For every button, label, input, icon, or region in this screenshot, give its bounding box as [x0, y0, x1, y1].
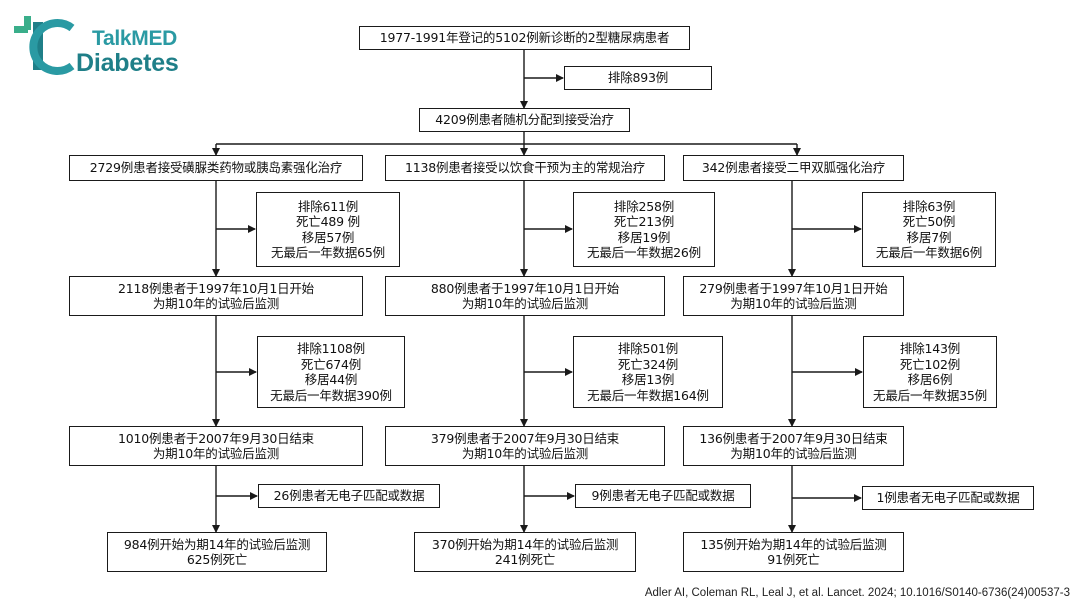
arm-1-loss-before-followup-box: 排除611例 死亡489 例 移居57例 无最后一年数据65例 — [256, 192, 400, 267]
arm-3-no-data-box: 1例患者无电子匹配或数据 — [862, 486, 1034, 510]
arm-2-allocation-box: 1138例患者接受以饮食干预为主的常规治疗 — [385, 155, 665, 181]
logo-brand-top: TalkMED — [92, 27, 178, 50]
arm-2-followup-end-box: 379例患者于2007年9月30日结束 为期10年的试验后监测 — [385, 426, 665, 466]
arm-1-final-box: 984例开始为期14年的试验后监测 625例死亡 — [107, 532, 327, 572]
arm-1-followup-start-box: 2118例患者于1997年10月1日开始 为期10年的试验后监测 — [69, 276, 363, 316]
arm-1-loss-during-followup-box: 排除1108例 死亡674例 移居44例 无最后一年数据390例 — [257, 336, 405, 408]
arm-2-no-data-box: 9例患者无电子匹配或数据 — [575, 484, 751, 508]
randomization-box: 4209例患者随机分配到接受治疗 — [419, 108, 630, 132]
arm-3-followup-end-box: 136例患者于2007年9月30日结束 为期10年的试验后监测 — [683, 426, 904, 466]
citation: Adler AI, Coleman RL, Leal J, et al. Lan… — [644, 587, 1070, 599]
arm-3-allocation-box: 342例患者接受二甲双胍强化治疗 — [683, 155, 904, 181]
arm-3-loss-during-followup-box: 排除143例 死亡102例 移居6例 无最后一年数据35例 — [863, 336, 997, 408]
arm-2-loss-before-followup-box: 排除258例 死亡213例 移居19例 无最后一年数据26例 — [573, 192, 715, 267]
arm-2-final-box: 370例开始为期14年的试验后监测 241例死亡 — [414, 532, 636, 572]
arm-2-followup-start-box: 880例患者于1997年10月1日开始 为期10年的试验后监测 — [385, 276, 665, 316]
cohort-enrolled-box: 1977-1991年登记的5102例新诊断的2型糖尿病患者 — [359, 26, 690, 50]
arm-1-followup-end-box: 1010例患者于2007年9月30日结束 为期10年的试验后监测 — [69, 426, 363, 466]
arm-1-allocation-box: 2729例患者接受磺脲类药物或胰岛素强化治疗 — [69, 155, 363, 181]
logo-brand-bottom: Diabetes — [76, 49, 179, 77]
talkmed-diabetes-logo: TalkMED Diabetes — [14, 14, 190, 78]
arm-1-no-data-box: 26例患者无电子匹配或数据 — [258, 484, 440, 508]
logo-mark-icon — [14, 16, 75, 75]
arm-3-followup-start-box: 279例患者于1997年10月1日开始 为期10年的试验后监测 — [683, 276, 904, 316]
arm-3-final-box: 135例开始为期14年的试验后监测 91例死亡 — [683, 532, 904, 572]
initial-exclusion-box: 排除893例 — [564, 66, 712, 90]
arm-3-loss-before-followup-box: 排除63例 死亡50例 移居7例 无最后一年数据6例 — [862, 192, 996, 267]
arm-2-loss-during-followup-box: 排除501例 死亡324例 移居13例 无最后一年数据164例 — [573, 336, 723, 408]
